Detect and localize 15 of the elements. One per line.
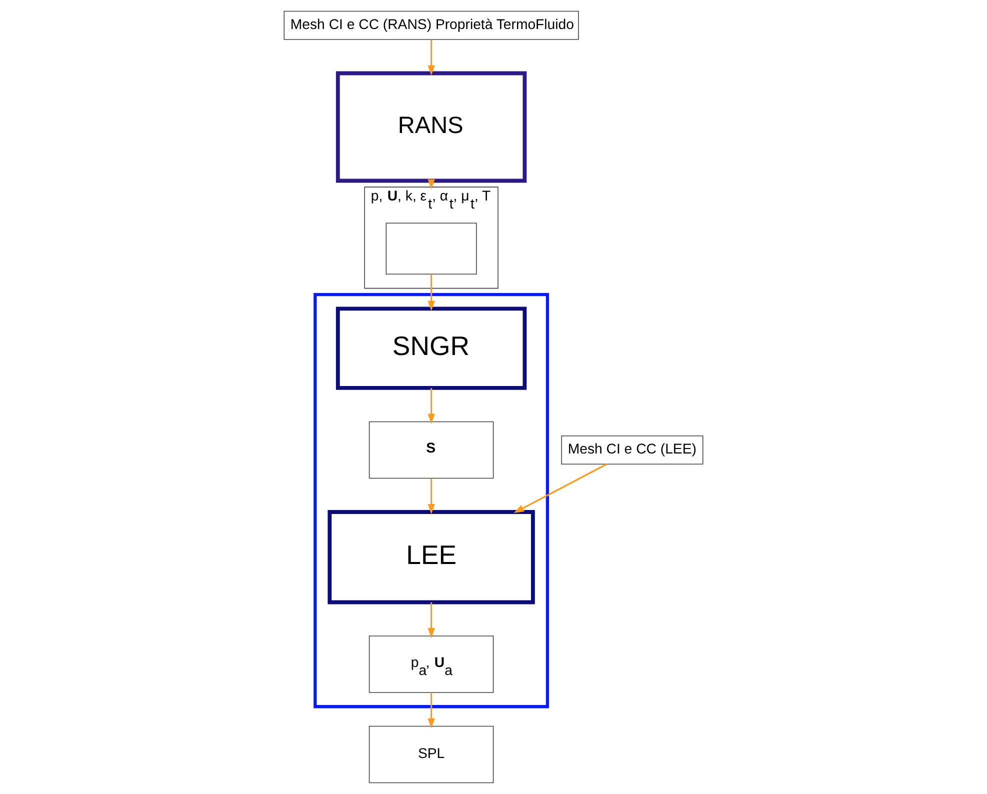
node-box: Mesh CI e CC (RANS) Proprietà TermoFluido — [284, 10, 579, 40]
arrow — [428, 274, 435, 312]
arrow — [514, 463, 608, 513]
node-box: SPL — [368, 726, 494, 784]
node-box: LEE — [328, 510, 535, 604]
node-box: Mesh CI e CC (LEE) — [561, 435, 704, 464]
arrow — [428, 602, 435, 638]
arrow — [428, 692, 435, 729]
arrow — [428, 388, 435, 424]
cluster — [314, 293, 550, 708]
node-box: SNGR — [336, 306, 527, 390]
arrow — [428, 478, 435, 514]
node-box — [386, 222, 477, 275]
node-box: S — [368, 421, 494, 479]
arrow — [428, 40, 435, 76]
